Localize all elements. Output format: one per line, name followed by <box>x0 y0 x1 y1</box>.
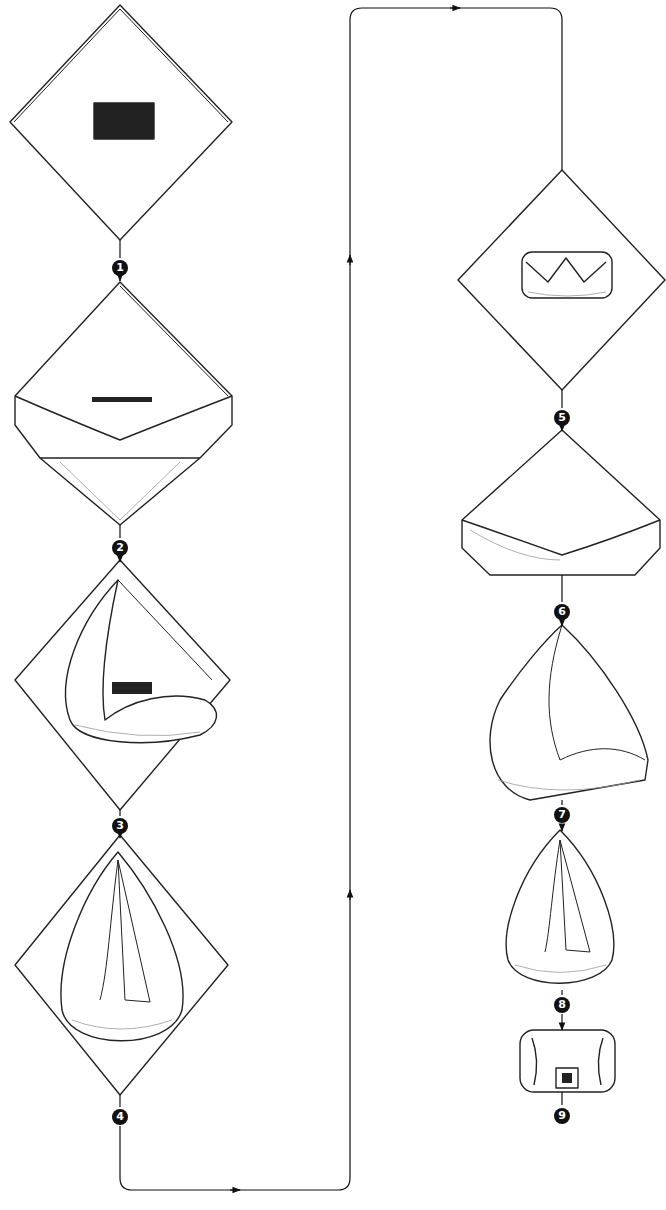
step-number: 6 <box>554 604 570 620</box>
step-number: 9 <box>554 1108 570 1124</box>
step-number: 1 <box>112 260 128 276</box>
step-number: 8 <box>554 997 570 1013</box>
step-number: 5 <box>554 410 570 426</box>
step-number: 2 <box>112 540 128 556</box>
step-number: 4 <box>112 1109 128 1125</box>
step-number: 3 <box>112 818 128 834</box>
step-number: 7 <box>554 807 570 823</box>
